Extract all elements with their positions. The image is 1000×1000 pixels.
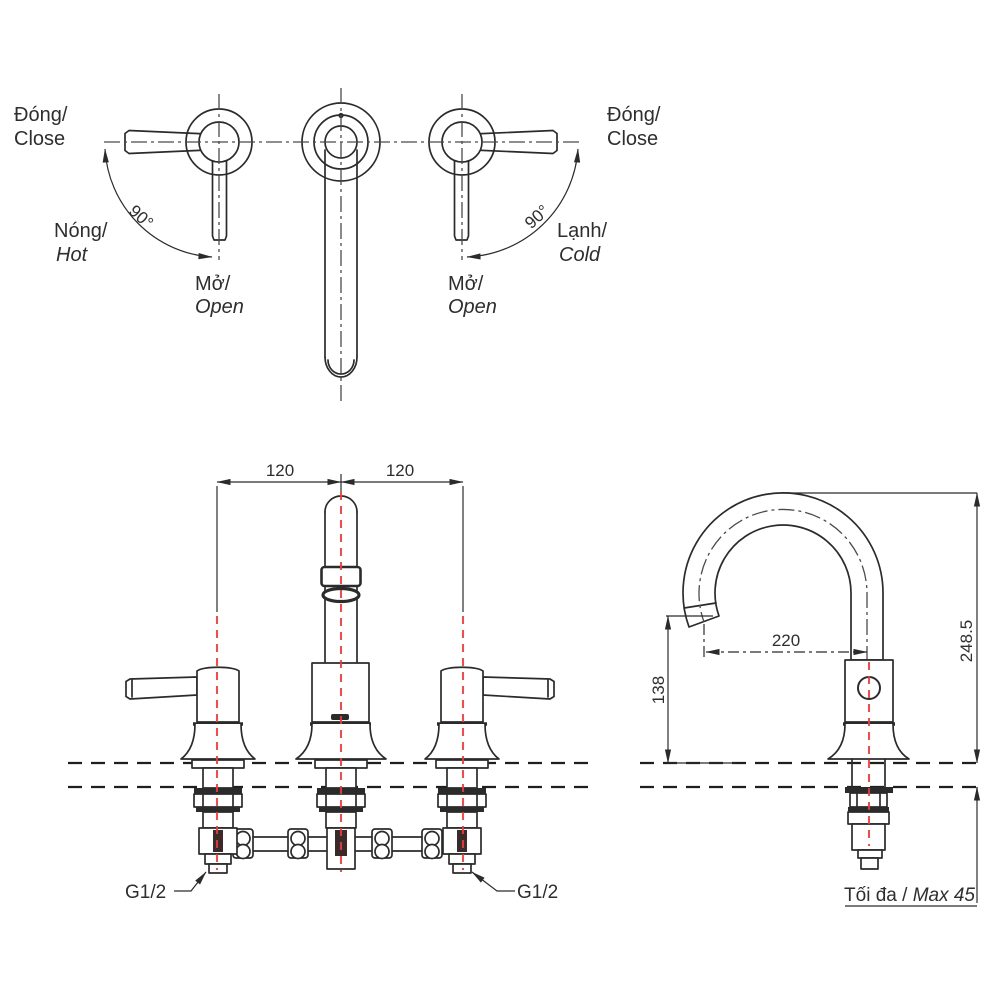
hot-close-label-en: Close <box>14 128 65 150</box>
dim-138-label: 138 <box>649 676 668 704</box>
dim-120-left-label: 120 <box>266 461 294 480</box>
hot-rotation-arc <box>102 148 213 260</box>
spout-plan-end-cap <box>324 356 358 378</box>
front-center-flare <box>295 723 387 760</box>
front-cold-body <box>440 666 484 723</box>
gooseneck-centerline <box>698 508 868 662</box>
dim-2485-label: 248.5 <box>957 620 976 663</box>
side-body-flare <box>827 723 910 760</box>
g12-left-leader <box>174 871 207 892</box>
max-thickness-sep: / <box>897 885 913 906</box>
side-inlet-tip <box>860 857 879 870</box>
cold-rotation-arc <box>466 148 581 260</box>
hot-valve-inlet <box>198 827 238 874</box>
max-thickness-label: Tối đa / Max 45 <box>844 885 975 906</box>
dim-220-label: 220 <box>772 631 800 650</box>
gooseneck-spout <box>682 492 884 661</box>
hot-label-vi: Nóng/ <box>54 220 108 242</box>
side-view: 220 138 248.5 Tối đa / Max 45 <box>640 492 981 907</box>
front-hot-body <box>196 666 240 723</box>
max-thickness-vi: Tối đa <box>844 885 897 906</box>
g12-left-label: G1/2 <box>125 882 166 903</box>
cold-open-label-en: Open <box>448 296 497 318</box>
hose-connector <box>287 828 309 860</box>
front-cold-lever <box>482 676 555 700</box>
cold-label-vi: Lạnh/ <box>557 220 607 242</box>
side-inlet-step <box>857 849 883 859</box>
hot-close-label-vi: Đóng/ <box>14 104 68 126</box>
front-hot-lever <box>125 676 198 700</box>
hot-label-en: Hot <box>56 244 89 266</box>
g12-right-label: G1/2 <box>517 882 558 903</box>
max-thickness-en: Max 45 <box>913 885 976 906</box>
cold-label-en: Cold <box>559 244 601 266</box>
cold-open-label-vi: Mở/ <box>448 273 484 295</box>
g12-right-leader <box>471 871 515 892</box>
hot-open-label-en: Open <box>195 296 244 318</box>
hot-angle-label: 90° <box>125 201 157 232</box>
cold-close-label-vi: Đóng/ <box>607 104 661 126</box>
hose-connector <box>421 828 443 860</box>
cold-valve-inlet <box>442 827 482 874</box>
top-view: Đóng/ Close Nóng/ Hot Mở/ Open 90° Đóng/… <box>14 88 661 402</box>
hot-open-label-vi: Mở/ <box>195 273 231 295</box>
cold-close-label-en: Close <box>607 128 658 150</box>
hose-connector <box>371 828 393 860</box>
cold-angle-label: 90° <box>521 201 553 232</box>
dim-120-right-label: 120 <box>386 461 414 480</box>
front-view: 120 120 G1/2 G1/2 <box>68 461 594 903</box>
